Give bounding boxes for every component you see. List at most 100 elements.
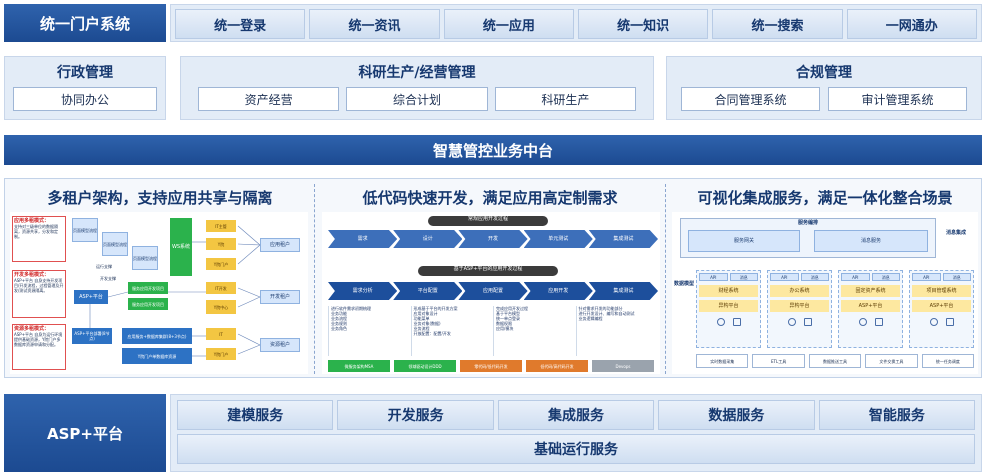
api-label: 消息 xyxy=(942,273,971,281)
dev-project-box: 服务应用开发项目 xyxy=(128,282,168,294)
legend-item: Devops xyxy=(592,360,654,372)
low-code-column-line: 进行软件需求初期梳理 xyxy=(331,306,371,311)
low-code-column-line: 业务逻辑编程 xyxy=(578,316,603,321)
legend-item: 微服务架构MSA xyxy=(328,360,390,372)
api-label: API xyxy=(912,273,941,281)
compliance-title: 合规管理 xyxy=(796,65,852,81)
low-code-column-line: 基于平台模型 xyxy=(496,311,520,316)
base-runtime-service[interactable]: 基础运行服务 xyxy=(177,434,975,464)
tenant-label-resource: 资源租户 xyxy=(260,338,300,352)
system-name[interactable]: 办公系统 xyxy=(770,285,829,297)
database-icon xyxy=(787,318,796,326)
asp-platform-box: ASP+平台 xyxy=(74,290,108,304)
process-step: 需求 xyxy=(328,230,398,248)
resource-box: Y院门户单数据库资源 xyxy=(122,348,192,364)
tenant-note-dev: 开发多租模式： ASP+平台 自身支持开发项目/开发流程，过程管理及开发/测试资… xyxy=(12,270,66,318)
api-label: API xyxy=(699,273,728,281)
multi-tenant-diagram: 应用多租模式： 支持对三级单位的数据隔离，资源共享，分发和定制。 开发多租模式：… xyxy=(10,212,308,374)
research-item-production[interactable]: 科研生产 xyxy=(494,87,636,111)
portal-item[interactable]: 统一登录 xyxy=(175,9,306,39)
admin-panel: 行政管理 协同办公 xyxy=(4,56,166,120)
low-code-diagram: 常规应用开发过程 需求设计开发单元测试集成测试 基于ASP+平台的应用开发过程 … xyxy=(322,212,660,374)
system-platform: 异构平台 xyxy=(770,300,829,312)
service-gateway: 服务网关 xyxy=(688,230,800,252)
ws-system-box: WS系统 xyxy=(170,218,192,276)
low-code-heading: 低代码快速开发，满足应用高定制需求 xyxy=(362,188,618,207)
low-code-column: 针对需求开发的功能部分进行开发设计、编写和自动测试业务逻辑编程 xyxy=(575,306,655,356)
low-code-column-line: 应用/模块 xyxy=(496,326,514,331)
yellow-box: Y院门户 xyxy=(206,258,236,270)
api-label: 消息 xyxy=(729,273,758,281)
process-step: 应用开发 xyxy=(523,282,593,300)
tenant-connectors xyxy=(89,225,261,357)
research-item-asset[interactable]: 资产经营 xyxy=(198,87,340,111)
monitor-icon xyxy=(803,318,812,326)
divider xyxy=(314,184,315,374)
system-name[interactable]: 财经系统 xyxy=(699,285,758,297)
system-icons xyxy=(699,318,758,326)
tenant-note-resource: 资源多租模式： ASP+平台 自身为运行环境提供基础资源，Y院门户多数据库资源申… xyxy=(12,324,66,370)
platform-service[interactable]: 开发服务 xyxy=(337,400,494,430)
low-code-column-line: 业务规则 xyxy=(331,321,347,326)
low-code-column-line: 业务对象(数据) xyxy=(413,321,441,326)
legend-item: 领域驱动设计DDD xyxy=(394,360,456,372)
dev-project-box: 服务应用开发项目 xyxy=(128,298,168,310)
system-name[interactable]: 项目管理系统 xyxy=(912,285,971,297)
system-icons xyxy=(770,318,829,326)
portal-item[interactable]: 统一搜索 xyxy=(712,9,843,39)
model-box: 页面模型流程 xyxy=(102,232,128,256)
asp-process-title: 基于ASP+平台的应用开发过程 xyxy=(418,266,558,276)
integration-tool[interactable]: ETL工具 xyxy=(752,354,805,368)
process-step: 单元测试 xyxy=(523,230,593,248)
compliance-item-audit[interactable]: 审计管理系统 xyxy=(828,87,967,111)
system-name[interactable]: 固定资产系统 xyxy=(841,285,900,297)
process-step: 集成测试 xyxy=(588,282,659,300)
monitor-icon xyxy=(945,318,954,326)
yellow-box: IT xyxy=(206,328,236,340)
integration-tool[interactable]: 统一任务调度 xyxy=(921,354,975,368)
asp-steps: 需求分析平台配置应用配置应用开发集成测试 xyxy=(328,282,659,300)
resource-box: ASP+平台部署(8节点) xyxy=(72,328,112,344)
portal-item[interactable]: 统一资讯 xyxy=(309,9,440,39)
low-code-column-line: 业务功能 xyxy=(331,311,347,316)
database-icon xyxy=(929,318,938,326)
portal-item[interactable]: 一网通办 xyxy=(846,9,977,39)
low-code-column: 形成基于平台的开发方案应用对象设计功能菜单业务对象(数据)业务流程开放配置：配置… xyxy=(410,306,490,356)
yellow-box: Y院门户 xyxy=(206,348,236,360)
platform-service[interactable]: 数据服务 xyxy=(658,400,815,430)
normal-steps: 需求设计开发单元测试集成测试 xyxy=(328,230,659,248)
integration-tool[interactable]: 文件交换工具 xyxy=(865,354,918,368)
data-model-label: 数据模型 xyxy=(674,281,695,287)
admin-item[interactable]: 协同办公 xyxy=(13,87,157,111)
integration-tool[interactable]: 数据推送工具 xyxy=(808,354,862,368)
database-icon xyxy=(858,318,867,326)
divider xyxy=(665,184,666,374)
normal-process-title: 常规应用开发过程 xyxy=(428,216,548,226)
low-code-column-line: 进行开发设计、编写和自动测试 xyxy=(578,311,635,316)
process-step: 开发 xyxy=(458,230,528,248)
integration-tool[interactable]: 实时数据采集 xyxy=(696,354,749,368)
compliance-item-contract[interactable]: 合同管理系统 xyxy=(681,87,820,111)
yellow-box: IT主管 xyxy=(206,220,236,232)
yellow-box: IT开发 xyxy=(206,282,236,294)
resource-box: 应用服务+数据库集群(8+3节点) xyxy=(122,328,192,344)
research-item-plan[interactable]: 综合计划 xyxy=(346,87,488,111)
low-code-column-line: 形成基于平台的开发方案 xyxy=(413,306,458,311)
multi-tenant-heading: 多租户架构，支持应用共享与隔离 xyxy=(47,188,273,207)
platform-service[interactable]: 建模服务 xyxy=(177,400,334,430)
portal-item[interactable]: 统一应用 xyxy=(443,9,574,39)
system-icons xyxy=(912,318,971,326)
research-title: 科研生产/经营管理 xyxy=(358,65,476,81)
platform-service[interactable]: 集成服务 xyxy=(497,400,655,430)
portal-item[interactable]: 统一知识 xyxy=(577,9,709,39)
process-step: 需求分析 xyxy=(328,282,398,300)
platform-service[interactable]: 智能服务 xyxy=(818,400,976,430)
asp-platform-panel: 建模服务开发服务集成服务数据服务智能服务 基础运行服务 xyxy=(170,394,982,472)
